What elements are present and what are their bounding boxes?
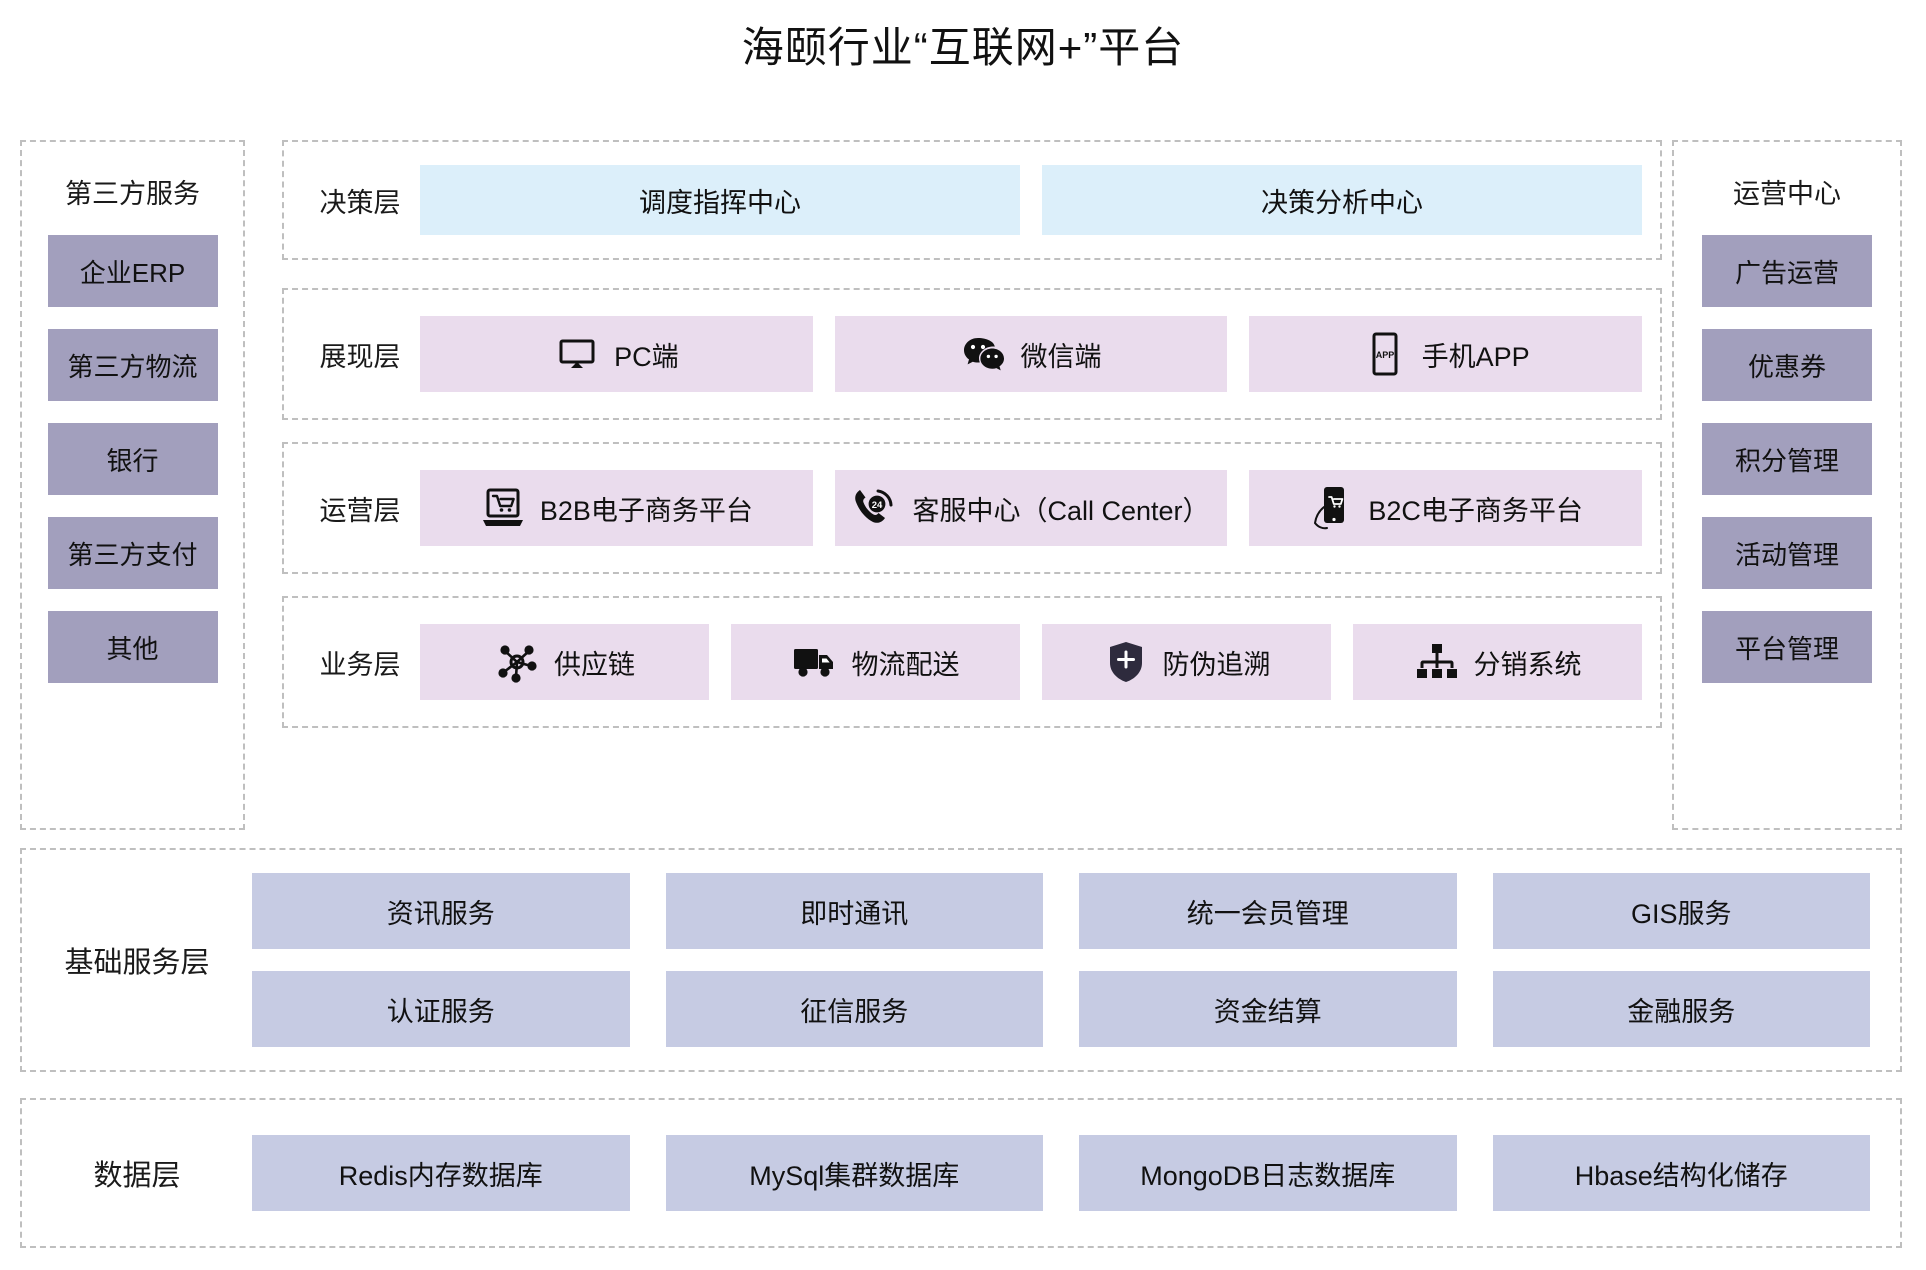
phone-24-icon: 24 <box>852 485 898 531</box>
cell-pc-terminal[interactable]: PC端 <box>420 316 813 392</box>
third-party-services-panel: 第三方服务 企业ERP 第三方物流 银行 第三方支付 其他 <box>20 140 245 830</box>
page-title: 海颐行业“互联网+”平台 <box>741 24 1185 71</box>
operation-layer-panel: 运营层 B2B电子商务平台 24 <box>282 442 1662 574</box>
base-service-layer-panel: 基础服务层 资讯服务 即时通讯 统一会员管理 GIS服务 认证服务 征信服务 资… <box>20 848 1902 1072</box>
base-service-layer-grid: 资讯服务 即时通讯 统一会员管理 GIS服务 认证服务 征信服务 资金结算 金融… <box>252 873 1900 1047</box>
operation-item-points[interactable]: 积分管理 <box>1702 423 1872 495</box>
base-service-item-news[interactable]: 资讯服务 <box>252 873 630 949</box>
truck-icon <box>792 639 838 685</box>
base-service-item-im[interactable]: 即时通讯 <box>665 873 1043 949</box>
network-icon <box>494 639 540 685</box>
laptop-cart-icon <box>480 485 526 531</box>
hierarchy-icon <box>1414 639 1460 685</box>
cell-label: 微信端 <box>1020 341 1102 372</box>
cell-label: 分销系统 <box>1473 649 1582 680</box>
cell-distribution-system[interactable]: 分销系统 <box>1353 624 1642 700</box>
cell-label: 决策分析中心 <box>1261 187 1423 218</box>
base-service-item-gis[interactable]: GIS服务 <box>1492 873 1870 949</box>
data-layer-label: 数据层 <box>93 1160 181 1192</box>
cell-label: 手机APP <box>1421 341 1530 372</box>
data-layer-panel: 数据层 Redis内存数据库 MySql集群数据库 MongoDB日志数据库 H… <box>20 1098 1902 1248</box>
cell-anti-counterfeit-trace[interactable]: 防伪追溯 <box>1042 624 1331 700</box>
cell-call-center[interactable]: 24 客服中心（Call Center） <box>834 470 1228 546</box>
operation-layer-items: B2B电子商务平台 24 客服中心（Call Center） <box>420 444 1660 572</box>
cell-label: 物流配送 <box>851 649 960 680</box>
cell-label: PC端 <box>614 341 679 372</box>
cell-b2b-platform[interactable]: B2B电子商务平台 <box>420 470 813 546</box>
data-layer-item-mongodb[interactable]: MongoDB日志数据库 <box>1079 1135 1457 1211</box>
cell-mobile-app[interactable]: APP 手机APP <box>1249 316 1643 392</box>
presentation-layer-panel: 展现层 PC端 微信端 <box>282 288 1662 420</box>
data-layer-item-hbase[interactable]: Hbase结构化储存 <box>1492 1135 1870 1211</box>
shield-plus-icon <box>1103 639 1149 685</box>
third-party-services-header: 第三方服务 <box>65 179 200 209</box>
third-party-item-bank[interactable]: 银行 <box>47 423 218 495</box>
third-party-item-payment[interactable]: 第三方支付 <box>47 517 218 589</box>
cell-logistics-delivery[interactable]: 物流配送 <box>731 624 1020 700</box>
cell-wechat-terminal[interactable]: 微信端 <box>834 316 1228 392</box>
monitor-icon <box>554 331 600 377</box>
decision-layer-panel: 决策层 调度指挥中心 决策分析中心 <box>282 140 1662 260</box>
cell-label: 调度指挥中心 <box>639 187 801 218</box>
base-service-item-membership[interactable]: 统一会员管理 <box>1079 873 1457 949</box>
base-service-item-auth[interactable]: 认证服务 <box>252 971 630 1047</box>
svg-text:APP: APP <box>1375 350 1394 360</box>
cell-label: 客服中心（Call Center） <box>912 495 1210 526</box>
cell-supply-chain[interactable]: 供应链 <box>420 624 709 700</box>
presentation-layer-items: PC端 微信端 APP 手机A <box>420 290 1660 418</box>
business-layer-items: 供应链 物流配送 防伪追溯 <box>420 598 1660 726</box>
data-layer-item-mysql[interactable]: MySql集群数据库 <box>665 1135 1043 1211</box>
cell-label: B2B电子商务平台 <box>539 495 753 526</box>
third-party-item-other[interactable]: 其他 <box>47 611 218 683</box>
third-party-item-logistics[interactable]: 第三方物流 <box>47 329 218 401</box>
presentation-layer-label: 展现层 <box>319 341 401 372</box>
business-layer-panel: 业务层 <box>282 596 1662 728</box>
phone-cart-icon <box>1308 485 1354 531</box>
cell-dispatch-command-center[interactable]: 调度指挥中心 <box>420 165 1020 235</box>
base-service-item-settlement[interactable]: 资金结算 <box>1079 971 1457 1047</box>
cell-label: B2C电子商务平台 <box>1368 495 1583 526</box>
cell-b2c-platform[interactable]: B2C电子商务平台 <box>1249 470 1643 546</box>
base-service-item-finance[interactable]: 金融服务 <box>1492 971 1870 1047</box>
base-service-item-credit[interactable]: 征信服务 <box>665 971 1043 1047</box>
wechat-icon <box>961 331 1007 377</box>
operation-layer-label: 运营层 <box>319 495 401 526</box>
svg-text:24: 24 <box>872 500 883 511</box>
cell-decision-analysis-center[interactable]: 决策分析中心 <box>1042 165 1642 235</box>
decision-layer-label: 决策层 <box>319 187 401 218</box>
operation-item-platform[interactable]: 平台管理 <box>1702 611 1872 683</box>
business-layer-label: 业务层 <box>319 649 401 680</box>
base-service-layer-label: 基础服务层 <box>64 947 210 979</box>
data-layer-grid: Redis内存数据库 MySql集群数据库 MongoDB日志数据库 Hbase… <box>252 1135 1900 1211</box>
operation-item-coupon[interactable]: 优惠券 <box>1702 329 1872 401</box>
third-party-item-erp[interactable]: 企业ERP <box>47 235 218 307</box>
cell-label: 防伪追溯 <box>1162 649 1271 680</box>
decision-layer-items: 调度指挥中心 决策分析中心 <box>420 142 1660 258</box>
operation-item-campaign[interactable]: 活动管理 <box>1702 517 1872 589</box>
operation-center-header: 运营中心 <box>1733 179 1841 209</box>
mobile-app-icon: APP <box>1362 331 1408 377</box>
cell-label: 供应链 <box>554 649 635 680</box>
data-layer-item-redis[interactable]: Redis内存数据库 <box>252 1135 630 1211</box>
operation-item-advertising[interactable]: 广告运营 <box>1702 235 1872 307</box>
operation-center-panel: 运营中心 广告运营 优惠券 积分管理 活动管理 平台管理 <box>1672 140 1902 830</box>
